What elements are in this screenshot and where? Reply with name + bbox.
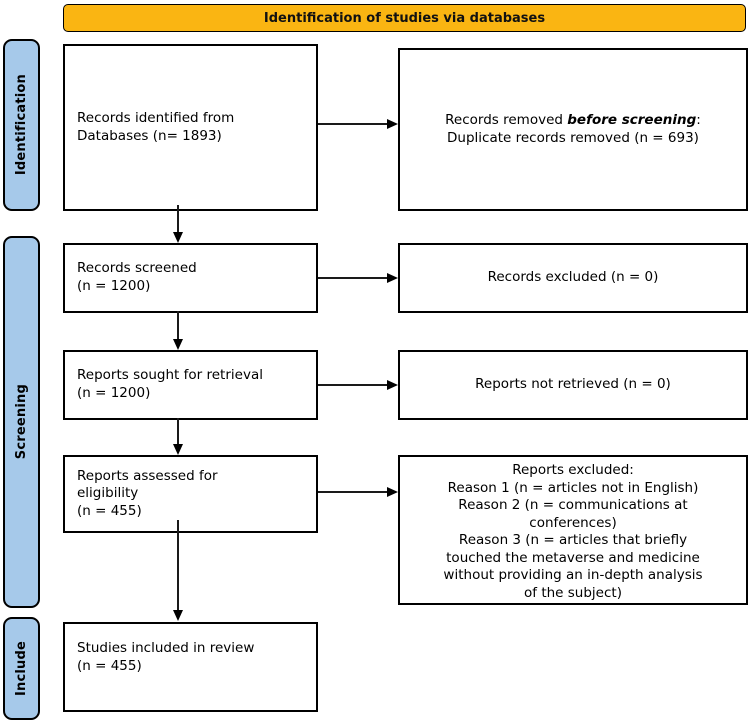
- box-records-removed: Records removed before screening: Duplic…: [398, 48, 748, 211]
- arrowhead-right-icon: [387, 379, 398, 390]
- diagram-header: Identification of studies via databases: [63, 4, 746, 32]
- box-reports-assessed-text: Reports assessed for eligibility (n = 45…: [77, 467, 218, 519]
- arrowhead-right-icon: [387, 272, 398, 283]
- stage-label-include-text: Include: [14, 640, 29, 697]
- box-reports-not-retrieved-text: Reports not retrieved (n = 0): [475, 376, 671, 393]
- records-removed-suffix: :: [696, 111, 701, 128]
- arrow-line: [177, 311, 179, 340]
- stage-label-identification-text: Identification: [14, 74, 29, 176]
- box-reports-assessed: Reports assessed for eligibility (n = 45…: [63, 455, 318, 533]
- stage-label-screening-text: Screening: [14, 384, 29, 460]
- box-records-identified-text: Records identified from Databases (n= 18…: [77, 109, 235, 144]
- arrowhead-down-icon: [172, 339, 183, 350]
- arrow-line: [177, 520, 179, 611]
- records-removed-emphasis: before screening: [567, 111, 697, 128]
- arrow-line: [318, 123, 389, 125]
- arrow-line: [318, 277, 389, 279]
- arrow-line: [177, 418, 179, 446]
- stage-label-identification: Identification: [3, 39, 40, 211]
- diagram-header-title: Identification of studies via databases: [263, 10, 546, 26]
- records-removed-line2: Duplicate records removed (n = 693): [447, 129, 699, 146]
- box-reports-sought: Reports sought for retrieval (n = 1200): [63, 350, 318, 420]
- box-records-removed-text: Records removed before screening: Duplic…: [445, 112, 701, 147]
- box-records-excluded-text: Records excluded (n = 0): [487, 269, 659, 286]
- arrowhead-down-icon: [172, 444, 183, 455]
- arrowhead-down-icon: [172, 610, 183, 621]
- box-reports-not-retrieved: Reports not retrieved (n = 0): [398, 350, 748, 420]
- arrow-line: [318, 384, 389, 386]
- box-reports-sought-text: Reports sought for retrieval (n = 1200): [77, 367, 263, 401]
- box-records-excluded: Records excluded (n = 0): [398, 243, 748, 313]
- stage-label-screening: Screening: [3, 236, 40, 608]
- box-records-screened: Records screened (n = 1200): [63, 243, 318, 313]
- arrowhead-down-icon: [172, 232, 183, 243]
- records-removed-prefix: Records removed: [445, 111, 568, 128]
- arrow-line: [177, 205, 179, 234]
- arrowhead-right-icon: [387, 486, 398, 497]
- box-studies-included-text: Studies included in review (n = 455): [77, 640, 255, 674]
- box-records-identified: Records identified from Databases (n= 18…: [63, 44, 318, 211]
- box-records-screened-text: Records screened (n = 1200): [77, 260, 197, 294]
- box-reports-excluded-text: Reports excluded: Reason 1 (n = articles…: [443, 462, 703, 601]
- box-reports-excluded: Reports excluded: Reason 1 (n = articles…: [398, 455, 748, 605]
- stage-label-include: Include: [3, 617, 40, 720]
- arrowhead-right-icon: [387, 118, 398, 129]
- arrow-line: [318, 491, 389, 493]
- box-studies-included: Studies included in review (n = 455): [63, 622, 318, 712]
